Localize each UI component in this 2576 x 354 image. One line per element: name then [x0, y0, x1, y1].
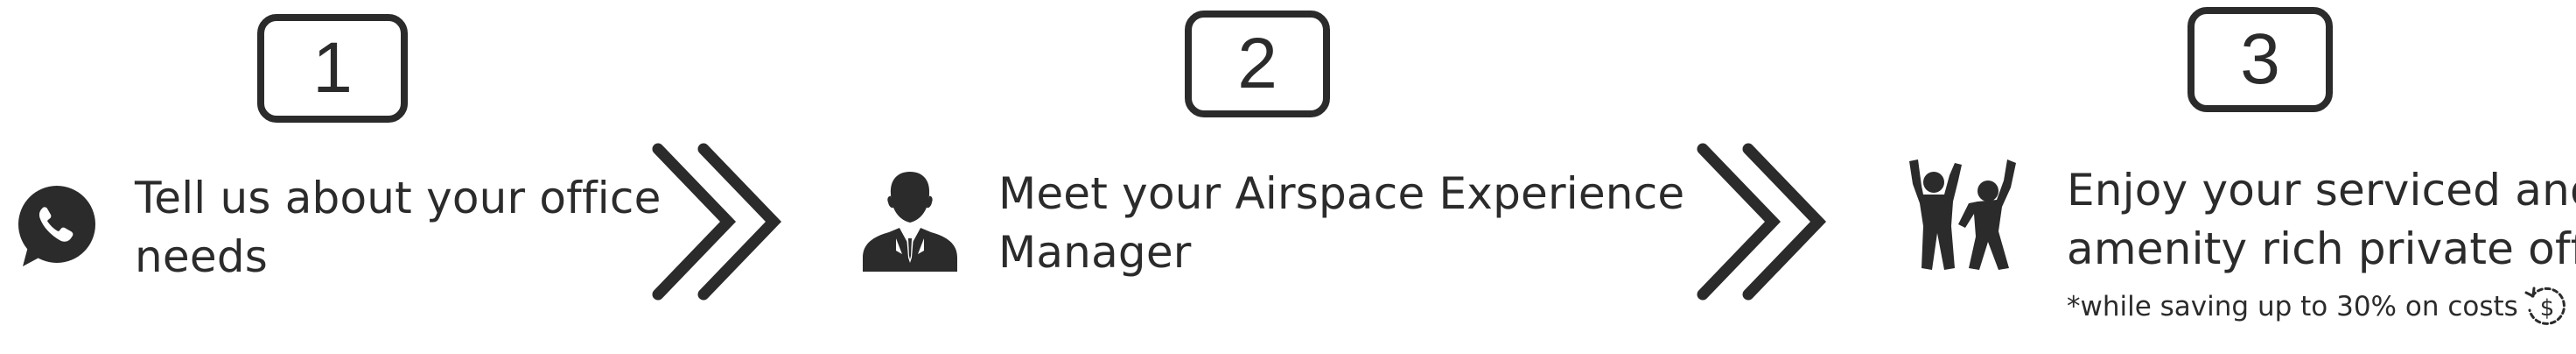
step-1-line-1: Tell us about your office [135, 173, 662, 223]
step-1-line-2: needs [135, 231, 269, 282]
savings-footnote-text: *while saving up to 30% on costs [2067, 291, 2518, 322]
step-2-number-box: 2 [1185, 11, 1330, 117]
step-3-line-2: amenity rich private office [2067, 223, 2576, 274]
step-2-line-1: Meet your Airspace Experience [998, 168, 1685, 219]
step-3-line-1: Enjoy your serviced and [2067, 165, 2576, 216]
whatsapp-chat-icon [18, 186, 95, 266]
step-2-number: 2 [1237, 24, 1278, 103]
celebrating-people-icon [1909, 159, 2016, 270]
savings-footnote: *while saving up to 30% on costs [2067, 289, 2518, 324]
step-3-text: Enjoy your serviced and amenity rich pri… [2067, 161, 2576, 279]
step-1-text: Tell us about your office needs [135, 169, 662, 287]
step-2-text: Meet your Airspace Experience Manager [998, 165, 1684, 282]
step-1-number-box: 1 [257, 14, 408, 123]
manager-person-icon [863, 172, 957, 272]
svg-text:$: $ [2540, 295, 2555, 322]
step-1-number: 1 [312, 28, 353, 108]
dollar-refresh-icon: $ [2524, 287, 2566, 325]
double-chevron-right-icon [1697, 143, 1827, 301]
step-3-number-box: 3 [2188, 7, 2333, 112]
double-chevron-right-icon [652, 143, 782, 301]
step-2-line-2: Manager [998, 227, 1192, 278]
step-3-number: 3 [2240, 19, 2280, 99]
